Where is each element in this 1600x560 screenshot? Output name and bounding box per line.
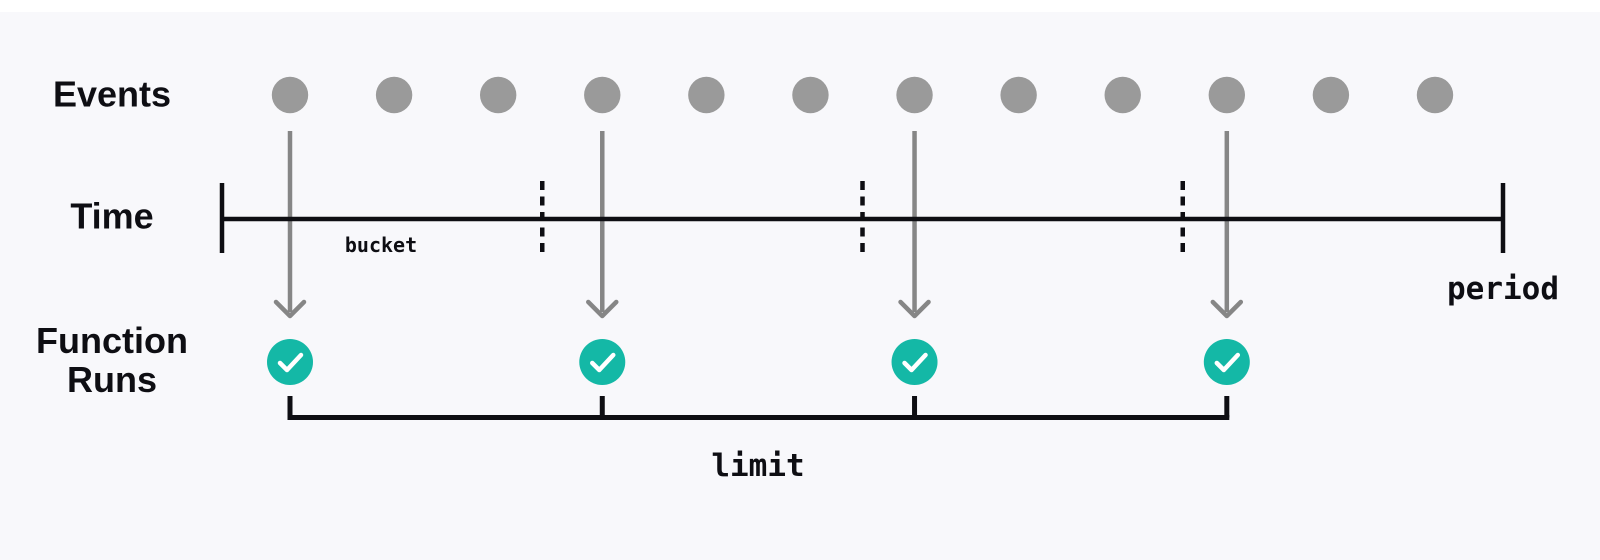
event-dot — [896, 76, 933, 114]
event-dot — [1104, 76, 1141, 114]
run-circle — [1203, 339, 1250, 385]
event-dot — [1312, 76, 1350, 114]
event-dot — [1000, 76, 1037, 114]
function-run — [267, 339, 313, 385]
event-dot — [479, 76, 517, 114]
event-dot — [1208, 76, 1246, 114]
bucket-annotation: bucket — [344, 233, 418, 257]
arrow-down-icon — [898, 131, 931, 319]
event-dot — [1416, 76, 1454, 114]
period-annotation: period — [1447, 271, 1559, 307]
check-icon — [1214, 352, 1241, 373]
check-icon — [902, 352, 928, 373]
arrow-head — [898, 299, 931, 319]
events-row — [271, 76, 1454, 114]
event-dot — [688, 76, 725, 114]
timeline — [219, 181, 1506, 257]
event-arrows — [273, 131, 1244, 319]
event-dot — [584, 76, 621, 114]
limit-annotation: limit — [711, 448, 805, 484]
function-runs-row-label: Function Runs — [36, 320, 188, 400]
time-row-label: Time — [70, 195, 154, 237]
arrow-down-icon — [1210, 131, 1244, 319]
check-icon — [590, 352, 616, 373]
events-row-label: Events — [52, 73, 172, 115]
arrow-down-icon — [586, 131, 619, 319]
arrow-head — [273, 299, 307, 319]
function-run — [1203, 339, 1250, 385]
event-dot — [792, 76, 829, 114]
arrow-head — [586, 299, 619, 319]
run-circle — [579, 339, 626, 385]
limit-bracket — [287, 396, 1230, 420]
top-strip — [0, 0, 1600, 12]
event-dot — [271, 76, 309, 114]
event-dot — [375, 76, 413, 114]
function-run — [891, 339, 938, 385]
arrow-down-icon — [273, 131, 307, 319]
arrow-head — [1210, 299, 1244, 319]
check-icon — [277, 352, 304, 373]
function-run — [579, 339, 626, 385]
function-runs-row — [267, 339, 1250, 385]
run-circle — [267, 339, 313, 385]
run-circle — [891, 339, 938, 385]
